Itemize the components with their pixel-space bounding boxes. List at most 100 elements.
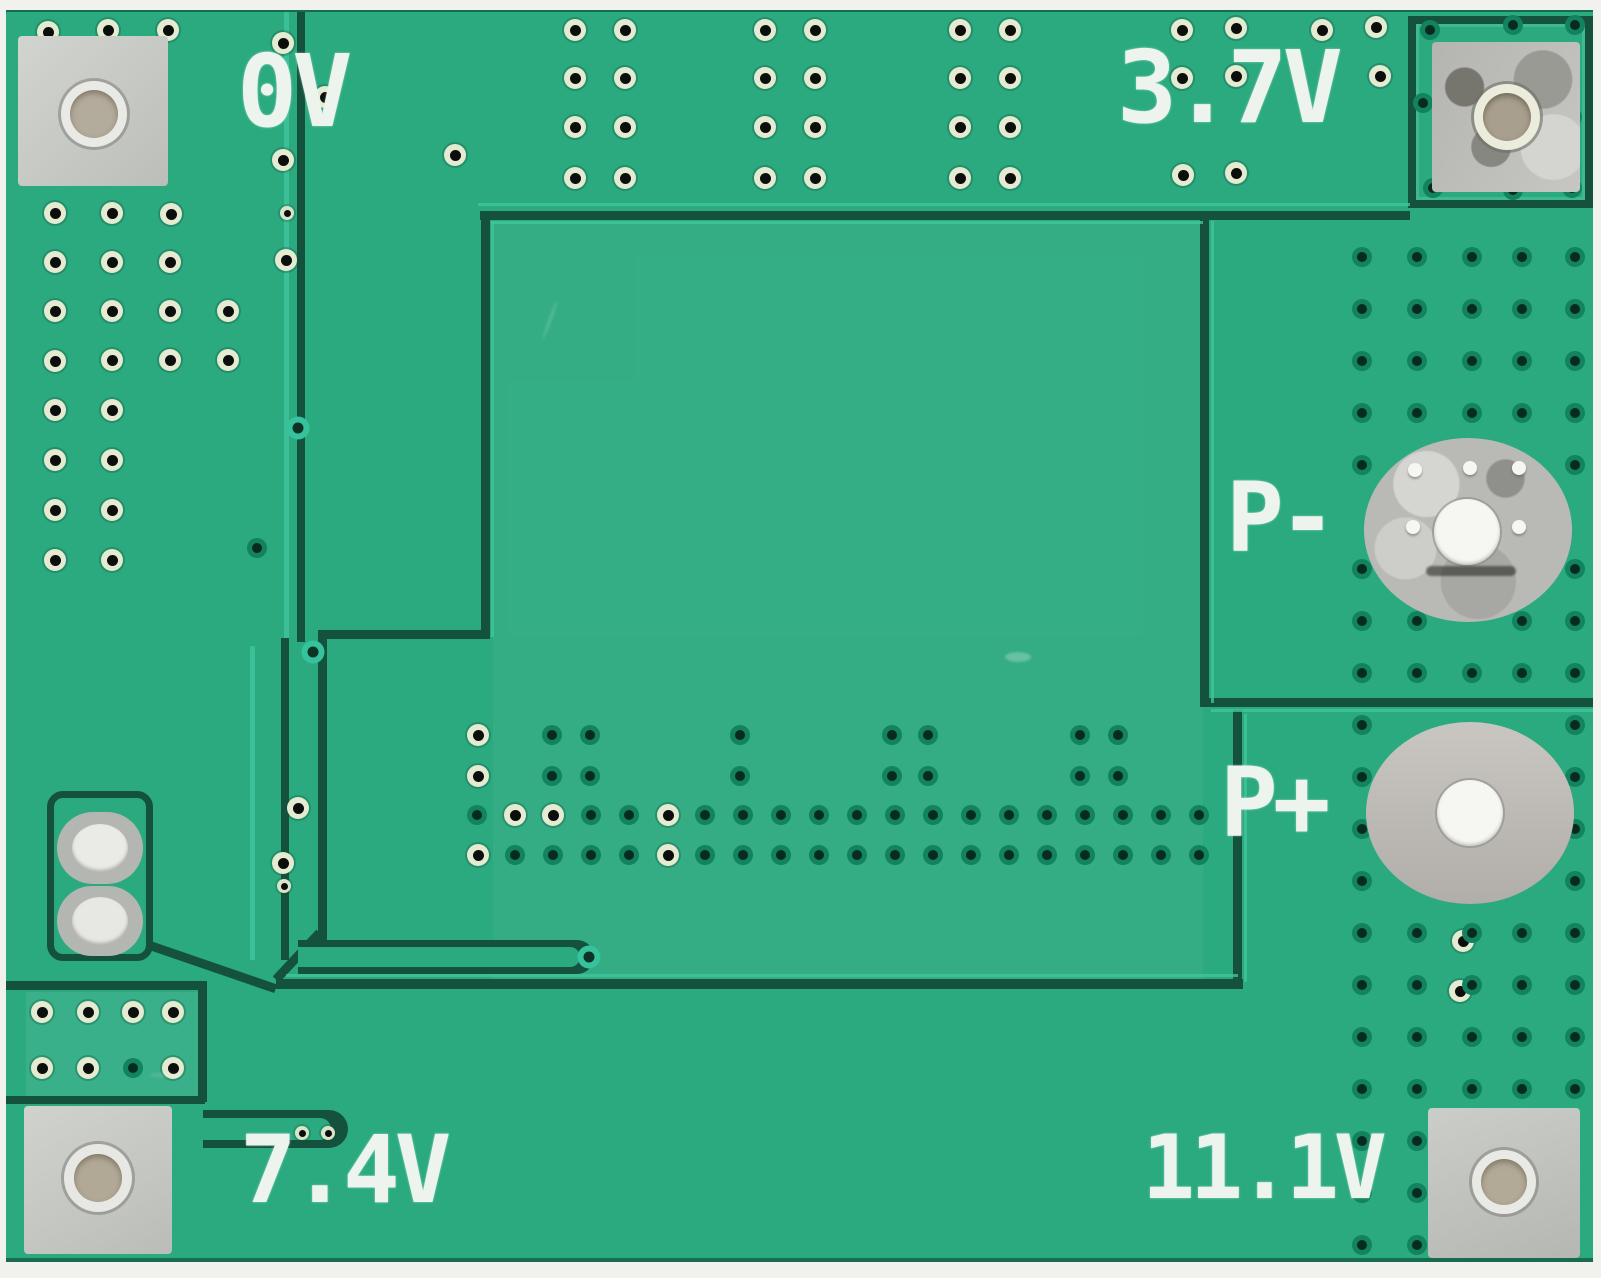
via-open — [101, 251, 123, 273]
via-tented — [580, 766, 600, 786]
via-tented — [1512, 1027, 1532, 1047]
via-open — [1225, 162, 1247, 184]
via-tented — [695, 845, 715, 865]
via-tented — [1407, 351, 1427, 371]
pad-via-dot — [1408, 463, 1422, 477]
via-open — [44, 449, 66, 471]
via-open — [44, 549, 66, 571]
pad-hole — [70, 90, 118, 138]
via-tented — [847, 805, 867, 825]
via-open — [614, 116, 636, 138]
solder-pad-p-plus — [1366, 722, 1574, 904]
via-tented — [730, 766, 750, 786]
via-open — [101, 300, 123, 322]
via-tented — [1070, 725, 1090, 745]
copper-edge-highlight — [1244, 714, 1247, 982]
via-tented — [1113, 805, 1133, 825]
via-tented — [1565, 923, 1585, 943]
trace-segment — [281, 638, 289, 960]
via-tented — [1352, 559, 1372, 579]
via-tented — [885, 845, 905, 865]
via-open — [614, 19, 636, 41]
trace-segment — [0, 1096, 205, 1104]
trace-segment — [480, 211, 1410, 220]
via-tented — [1352, 351, 1372, 371]
via-open — [101, 202, 123, 224]
via-open — [1225, 65, 1247, 87]
via-tented — [581, 805, 601, 825]
via-tented — [123, 1058, 143, 1078]
via-open — [77, 1001, 99, 1023]
via-tented — [619, 845, 639, 865]
via-tented — [961, 805, 981, 825]
via-open — [77, 1057, 99, 1079]
via-open — [44, 251, 66, 273]
via-open — [162, 1057, 184, 1079]
via-tented — [885, 805, 905, 825]
via-tented — [1151, 845, 1171, 865]
via-open — [1171, 67, 1193, 89]
p-plus-hole — [1437, 780, 1503, 846]
via-open — [122, 1001, 144, 1023]
pad-hole — [1483, 93, 1531, 141]
via-open — [467, 724, 489, 746]
trace-segment — [0, 981, 207, 990]
via-open — [467, 844, 489, 866]
via-open — [657, 804, 679, 826]
via-tented — [1407, 1235, 1427, 1255]
via-open — [272, 852, 294, 874]
silkscreen-label-11v1: 11.1V — [1142, 1116, 1387, 1219]
via-open — [159, 349, 181, 371]
via-tented — [1512, 247, 1532, 267]
via-tented — [918, 725, 938, 745]
trace-segment — [318, 630, 490, 639]
via-open — [504, 804, 526, 826]
via-tented — [1407, 299, 1427, 319]
via-open — [97, 19, 119, 41]
via-tented — [247, 538, 267, 558]
pad-hole-rim — [1472, 1150, 1536, 1214]
via-tented — [1352, 1079, 1372, 1099]
via-tented — [1565, 403, 1585, 423]
p-minus-hole — [1434, 499, 1500, 565]
via-tented — [1108, 725, 1128, 745]
trace-rounded-end-inner — [298, 947, 580, 967]
via-tented — [542, 725, 562, 745]
via-tented — [1462, 923, 1482, 943]
via-open — [162, 1001, 184, 1023]
via-tented — [1565, 715, 1585, 735]
via-open — [217, 300, 239, 322]
via-tented — [1512, 975, 1532, 995]
via-open — [314, 86, 336, 108]
via-tented — [918, 766, 938, 786]
via-open — [44, 202, 66, 224]
pad-via-dot — [1463, 461, 1477, 475]
balance-pads-outline — [47, 791, 153, 961]
via-tented — [1512, 611, 1532, 631]
via-small — [280, 206, 294, 220]
trace-segment — [1200, 211, 1209, 707]
via-open — [614, 67, 636, 89]
via-tented — [999, 845, 1019, 865]
via-tented — [1462, 975, 1482, 995]
via-open — [467, 765, 489, 787]
trace-segment — [1200, 698, 1593, 707]
via-tented — [1407, 247, 1427, 267]
via-open — [564, 167, 586, 189]
via-open — [804, 19, 826, 41]
via-tented — [882, 725, 902, 745]
surface-smudge — [1005, 652, 1031, 662]
via-tented — [1462, 1027, 1482, 1047]
silkscreen-label-3v7: 3.7V — [1117, 29, 1343, 146]
via-open — [1369, 65, 1391, 87]
via-open — [564, 19, 586, 41]
via-tented — [1565, 1079, 1585, 1099]
balance-pad-1 — [57, 812, 143, 884]
via-open — [564, 116, 586, 138]
via-tented — [542, 766, 562, 786]
via-tented — [581, 845, 601, 865]
via-trace — [286, 416, 310, 440]
via-open — [44, 399, 66, 421]
photo-margin-right — [1593, 0, 1601, 1278]
pad-hole-rim — [1474, 84, 1540, 150]
